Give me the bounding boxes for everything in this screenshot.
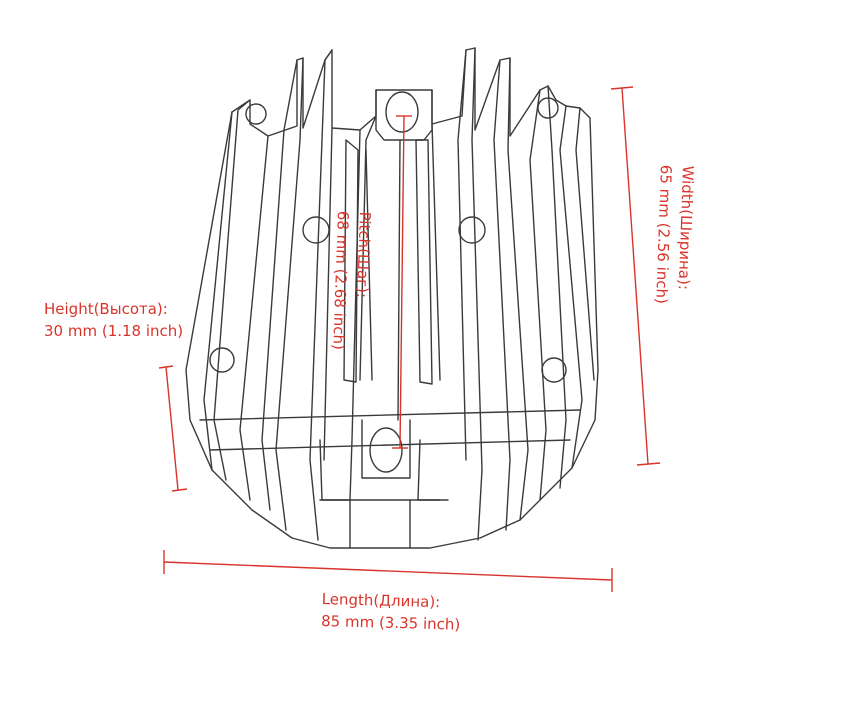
dimension-lines bbox=[158, 86, 661, 592]
width-dimension-line bbox=[621, 87, 649, 465]
height-name: Height(Высота): bbox=[44, 300, 168, 318]
pitch-label: Pitch(Шаг): 68 mm (2.68 inch) bbox=[327, 210, 376, 351]
width-label: Width(Ширина): 65 mm (2.56 inch) bbox=[650, 164, 699, 305]
length-label: Length(Длина): 85 mm (3.35 inch) bbox=[321, 588, 461, 636]
heatsink-illustration bbox=[185, 47, 599, 549]
length-dimension-line bbox=[163, 561, 613, 581]
length-value: 85 mm (3.35 inch) bbox=[320, 611, 461, 634]
height-value: 30 mm (1.18 inch) bbox=[44, 322, 184, 340]
height-label: Height(Высота): 30 mm (1.18 inch) bbox=[44, 298, 183, 342]
height-dimension-line bbox=[165, 366, 179, 491]
pitch-dimension-line bbox=[399, 115, 405, 449]
